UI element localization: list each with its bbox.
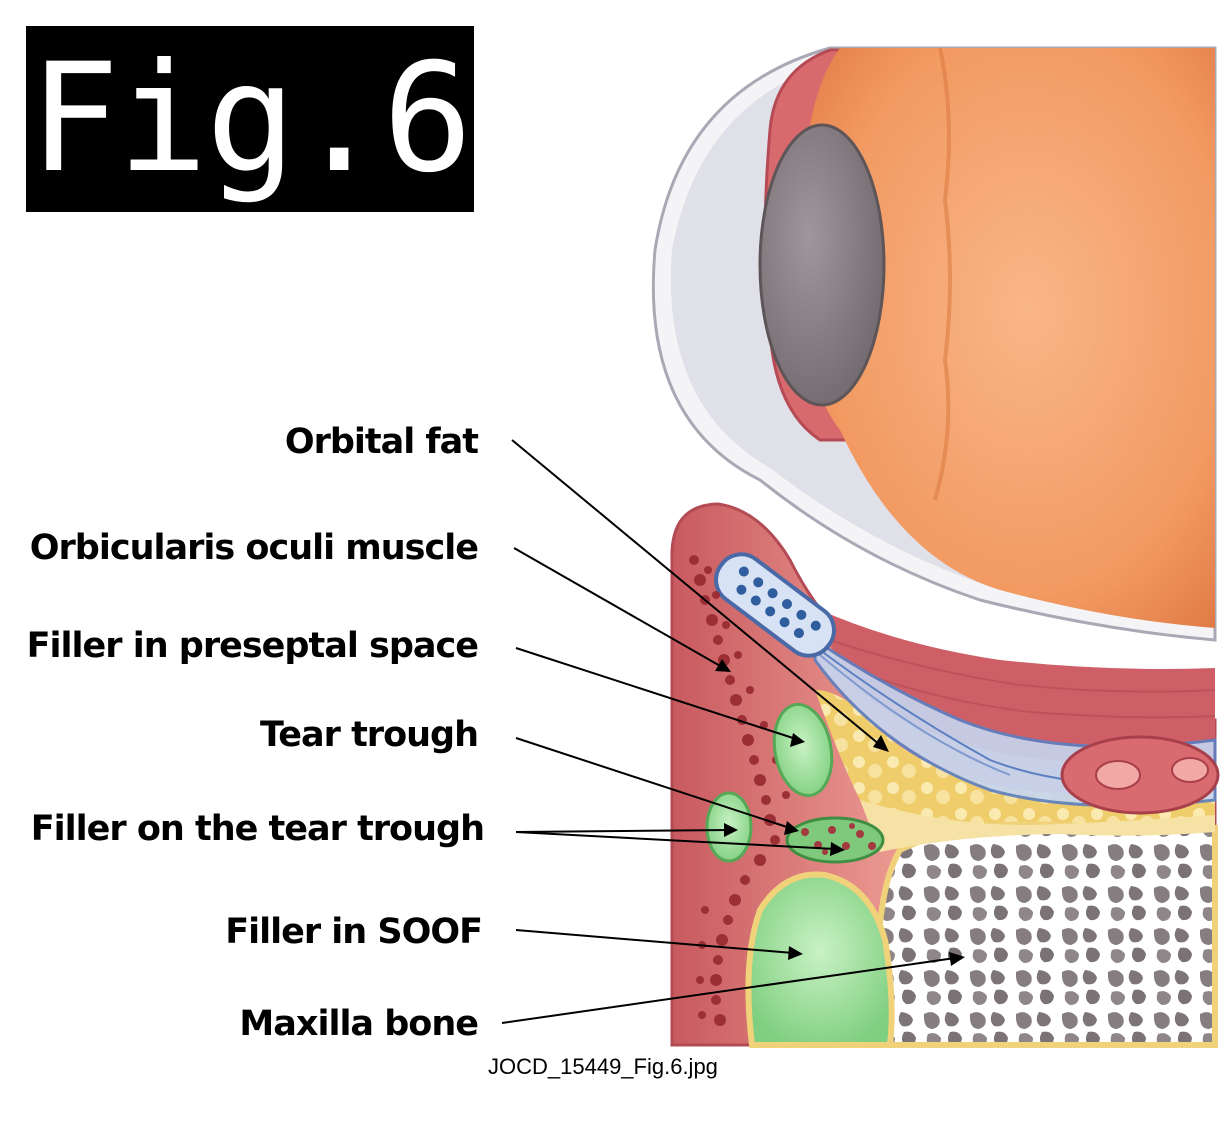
label-filler-in-soof: Filler in SOOF <box>225 912 483 952</box>
figure-number-badge: Fig.6 <box>26 26 474 212</box>
label-filler-on-tear-trough: Filler on the tear trough <box>30 809 485 849</box>
leader-preseptal <box>515 647 797 740</box>
leader-soof <box>515 929 794 954</box>
lens <box>758 123 886 407</box>
filler-soof <box>745 871 895 1048</box>
label-orbicularis-oculi-muscle: Orbicularis oculi muscle <box>29 528 479 568</box>
leader-tear-trough <box>515 737 791 829</box>
soof-fat-dots <box>689 555 790 1026</box>
image-filename-caption: JOCD_15449_Fig.6.jpg <box>488 1054 718 1079</box>
leader-filler-tear-trough-b <box>515 831 836 850</box>
leader-lines <box>501 439 956 1024</box>
leader-filler-tear-trough-a <box>515 829 730 833</box>
label-maxilla-bone: Maxilla bone <box>239 1004 479 1044</box>
leader-orbital-fat <box>511 439 881 746</box>
label-filler-preseptal-space: Filler in preseptal space <box>26 626 479 666</box>
tarsal-plate <box>714 552 836 658</box>
tear-trough-deep-filler <box>785 816 885 864</box>
filler-preseptal <box>772 702 834 798</box>
label-orbital-fat: Orbital fat <box>284 422 479 462</box>
leader-orbicularis <box>513 547 723 668</box>
maxilla-bone <box>874 821 1218 1048</box>
label-tear-trough: Tear trough <box>260 715 479 755</box>
leader-maxilla <box>501 957 956 1024</box>
arrow-heads <box>715 659 965 966</box>
eyeball-vitreous <box>800 48 1215 628</box>
